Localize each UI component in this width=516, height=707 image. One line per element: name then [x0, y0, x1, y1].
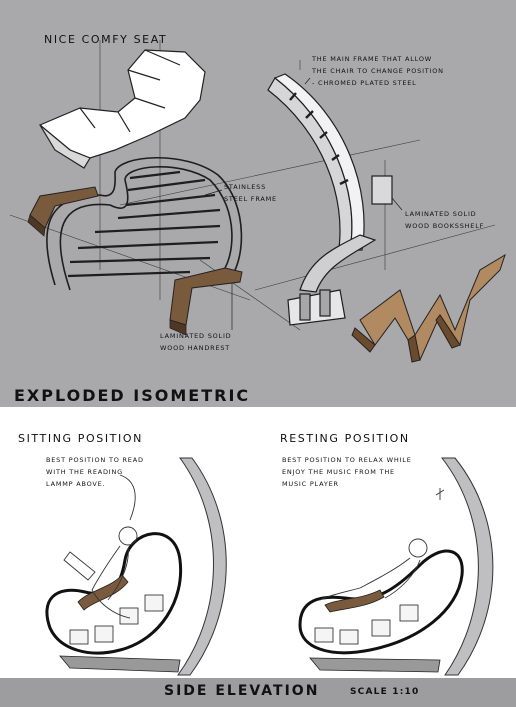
bookshelf-label-line: LAMINATED SOLID [405, 210, 477, 218]
wood-handrest-right [169, 267, 243, 336]
sitting-position-title: SITTING POSITION [18, 432, 143, 445]
sitting-position-desc: BEST POSITION TO READ WITH THE READING L… [46, 454, 144, 490]
steel-frame-label: STAINLESS STEEL FRAME [224, 181, 277, 205]
resting-desc-line: BEST POSITION TO RELAX WHILE [282, 456, 412, 464]
resting-position-desc: BEST POSITION TO RELAX WHILE ENJOY THE M… [282, 454, 412, 490]
sitting-person-sketch [63, 474, 138, 619]
resting-position-title: RESTING POSITION [280, 432, 410, 445]
resting-chair-frame [298, 457, 494, 676]
wood-handrest-left [27, 186, 99, 237]
resting-desc-line: ENJOY THE MUSIC FROM THE [282, 468, 395, 476]
resting-person-sketch [319, 488, 445, 601]
main-frame-label: THE MAIN FRAME THAT ALLOW THE CHAIR TO C… [312, 53, 444, 89]
seat-cushion [38, 49, 206, 169]
sitting-chair-frame [45, 457, 227, 676]
bookshelf-label: LAMINATED SOLID WOOD BOOKSSHELF [405, 208, 484, 232]
main-frame-label-line: THE MAIN FRAME THAT ALLOW [312, 55, 432, 63]
sitting-desc-line: WITH THE READING [46, 468, 123, 476]
leader-lines [204, 77, 403, 330]
handrest-label-line: WOOD HANDREST [160, 344, 231, 352]
exploded-isometric-panel [0, 0, 516, 407]
footer-bar [0, 678, 516, 707]
bookshelf-label-line: WOOD BOOKSSHELF [405, 222, 485, 230]
main-frame-label-line: - CHROMED PLATED STEEL [312, 79, 417, 87]
stainless-steel-frame [46, 156, 243, 291]
sitting-desc-line: LAMMP ABOVE. [46, 480, 106, 488]
exploded-isometric-title: EXPLODED ISOMETRIC [14, 386, 251, 405]
scale-label: SCALE 1:10 [350, 687, 420, 697]
handrest-label: LAMINATED SOLID WOOD HANDREST [160, 330, 231, 354]
side-elevation-title: SIDE ELEVATION [164, 683, 320, 699]
sitting-desc-line: BEST POSITION TO READ [46, 456, 144, 464]
main-curved-frame [267, 73, 393, 326]
handrest-label-line: LAMINATED SOLID [160, 332, 232, 340]
resting-desc-line: MUSIC PLAYER [282, 480, 339, 488]
wood-bookshelf [351, 253, 506, 363]
steel-frame-label-line: STEEL FRAME [224, 195, 277, 203]
steel-frame-label-line: STAINLESS [224, 183, 266, 191]
seat-label: NICE COMFY SEAT [44, 33, 168, 46]
main-frame-label-line: THE CHAIR TO CHANGE POSITION [312, 67, 444, 75]
